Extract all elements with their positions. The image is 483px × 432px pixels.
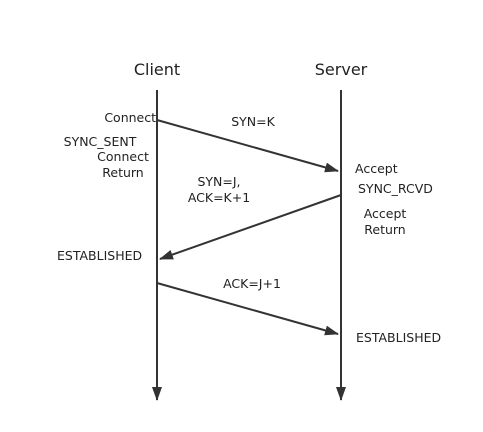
- client-connect-label: Connect: [104, 110, 156, 125]
- ack-arrow: [156, 282, 339, 336]
- client-sync-sent-label: SYNC_SENT: [63, 134, 137, 149]
- syn-k-label: SYN=K: [231, 114, 275, 129]
- server-established-label: ESTABLISHED: [356, 330, 442, 345]
- server-accept-return-label-2: Return: [364, 222, 406, 237]
- client-connect-return-label-1: Connect: [97, 149, 149, 164]
- client-connect-return-label-2: Return: [102, 165, 144, 180]
- syn-k-arrow: [156, 119, 339, 173]
- server-accept-return-label-1: Accept: [363, 206, 407, 221]
- syn-ack-arrow: [159, 194, 342, 260]
- syn-ack-label-1: SYN=J,: [197, 174, 241, 189]
- server-accept-label: Accept: [355, 161, 398, 176]
- server-sync-rcvd-label: SYNC_RCVD: [358, 181, 433, 196]
- server-title: Server: [314, 60, 368, 79]
- ack-j-label: ACK=J+1: [223, 276, 281, 291]
- syn-ack-label-2: ACK=K+1: [187, 190, 251, 205]
- client-title: Client: [133, 60, 181, 79]
- client-established-label: ESTABLISHED: [57, 248, 143, 263]
